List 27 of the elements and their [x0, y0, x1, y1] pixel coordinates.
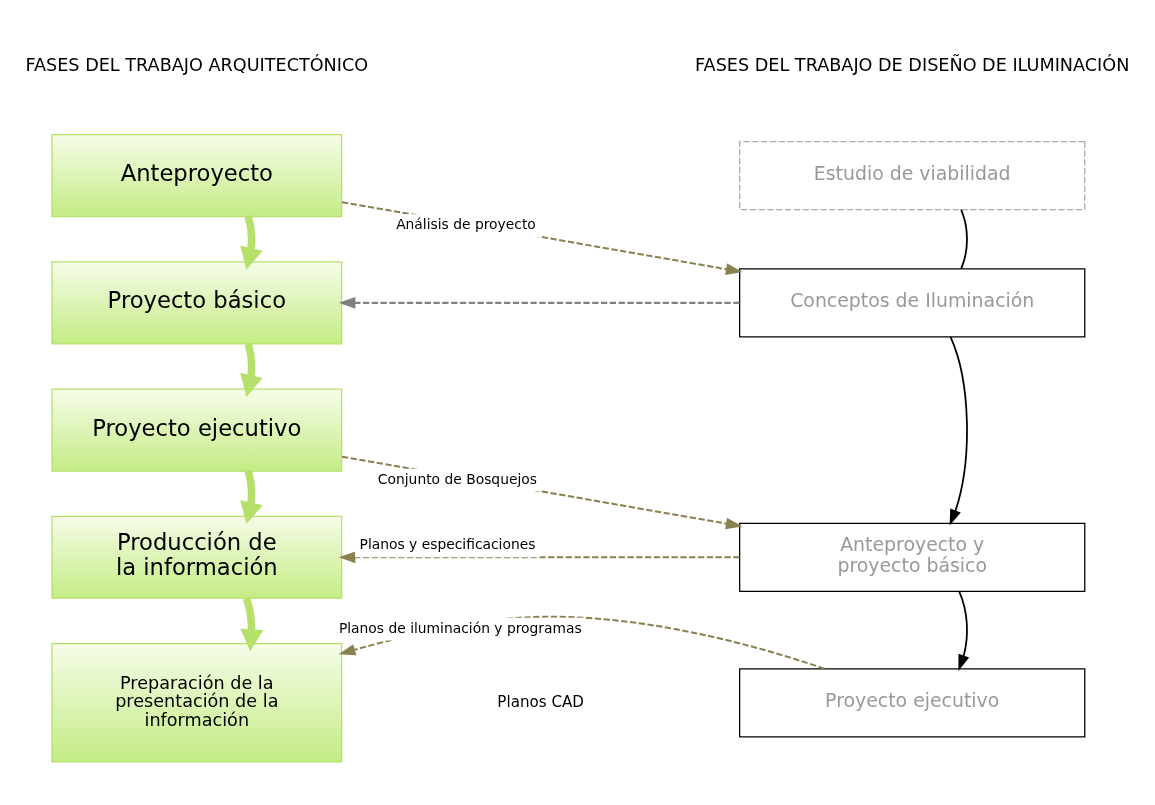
- label: FASES DEL TRABAJO ARQUITECTÓNICO: [25, 54, 369, 75]
- arrow: [240, 469, 263, 524]
- edge-label: Análisis de proyecto: [396, 215, 536, 232]
- node-box: Anteproyecto y proyecto básico: [739, 522, 1086, 592]
- arrow: [240, 342, 263, 397]
- arrow: [341, 200, 743, 275]
- label: Planos CAD: [497, 692, 584, 711]
- arrow: [338, 550, 740, 563]
- arrow: [240, 215, 263, 270]
- node-box: Producción de la información: [51, 515, 343, 599]
- node-box: Conceptos de Iluminación: [739, 267, 1086, 337]
- edge-label: Planos y especificaciones: [359, 535, 536, 552]
- node-box: Proyecto ejecutivo: [739, 667, 1086, 737]
- edge-label: Planos de iluminación y programas: [338, 619, 582, 636]
- arrow: [338, 296, 740, 309]
- node-box: Proyecto básico: [51, 260, 343, 344]
- node-box: Preparación de la presentación de la información: [51, 642, 343, 763]
- arrow: [341, 455, 743, 529]
- node-box: Anteproyecto: [51, 133, 343, 217]
- label: FASES DEL TRABAJO DE DISEÑO DE ILUMINACIÓN: [695, 54, 1130, 75]
- arrow: [240, 596, 264, 651]
- arrow: [949, 335, 968, 526]
- arrow: [958, 589, 970, 671]
- connector: [960, 208, 968, 269]
- node-box: Proyecto ejecutivo: [51, 388, 343, 472]
- node-box: Estudio de viabilidad: [739, 140, 1086, 210]
- edge-label: Conjunto de Bosquejos: [377, 470, 537, 487]
